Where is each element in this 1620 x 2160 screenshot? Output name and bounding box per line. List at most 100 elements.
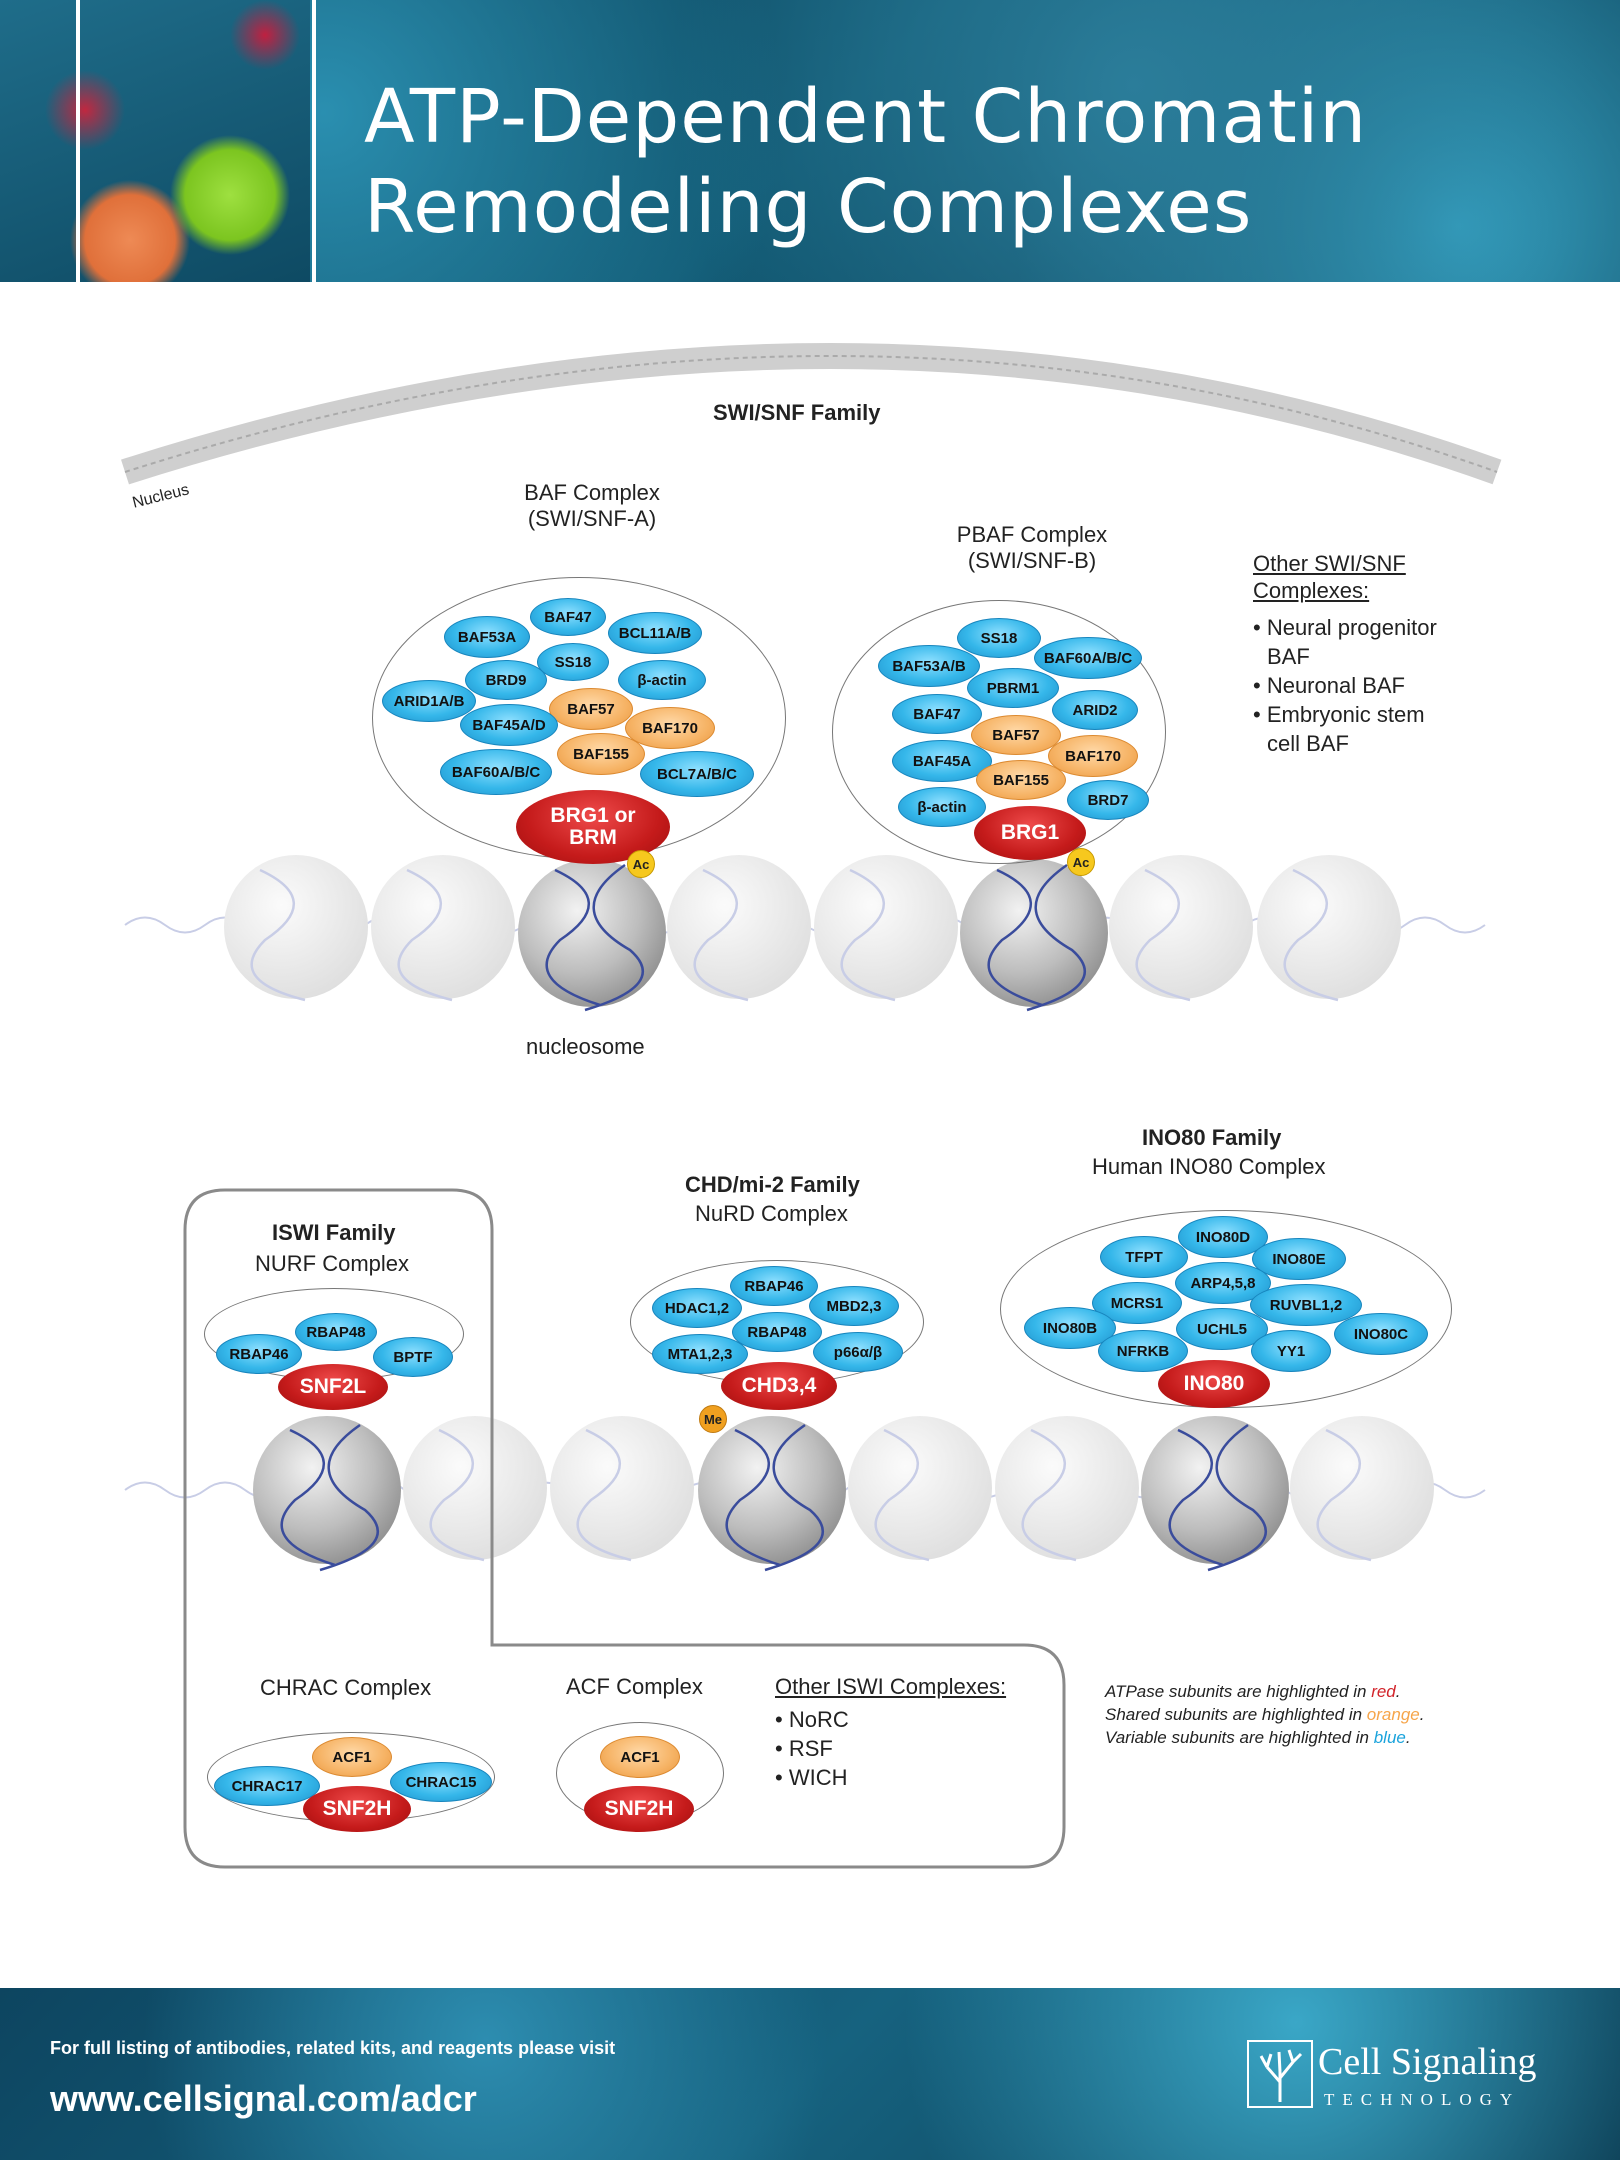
subunit: BAF45A/D [460, 704, 558, 746]
ino80-complex-label: Human INO80 Complex [1092, 1154, 1326, 1179]
other-iswi-title-text: Other ISWI Complexes: [775, 1674, 1007, 1699]
baf-subtitle: (SWI/SNF-A) [527, 506, 657, 531]
subunit: BAF53A [444, 616, 530, 658]
list-item: • Neuronal BAF [1253, 673, 1405, 698]
remodeled-nucleosome [518, 859, 666, 1007]
other-swi-title: Other SWI/SNF Complexes: [1253, 550, 1406, 604]
nucleosome [403, 1416, 547, 1560]
remodeled-nucleosome [253, 1416, 401, 1564]
nucleosome-row-2 [253, 1416, 1434, 1564]
subunit: BRD9 [465, 660, 547, 700]
subunit: RBAP48 [295, 1313, 377, 1351]
logo-subtext: TECHNOLOGY [1324, 2090, 1521, 2109]
subunit: BAF47 [530, 598, 606, 636]
legend-variable: Variable subunits are highlighted in blu… [1105, 1726, 1424, 1749]
header-molecule-image [0, 0, 310, 282]
subunit: SS18 [957, 618, 1041, 658]
subunit: BAF45A [892, 740, 992, 782]
baf-title: BAF Complex (SWI/SNF-A) [517, 480, 667, 532]
legend-text: ATPase subunits are highlighted in [1105, 1682, 1372, 1701]
nurd-label: NuRD Complex [695, 1201, 848, 1226]
list-item: cell BAF [1267, 731, 1349, 756]
subunit: BCL11A/B [608, 612, 702, 654]
legend-orange: orange [1366, 1705, 1420, 1724]
legend-shared: Shared subunits are highlighted in orang… [1105, 1703, 1424, 1726]
remodeled-nucleosome [698, 1416, 846, 1564]
pbaf-title: PBAF Complex (SWI/SNF-B) [942, 522, 1122, 574]
subunit: INO80D [1178, 1216, 1268, 1258]
atpase-brg1: BRG1 [974, 806, 1086, 860]
subunit: BRD7 [1067, 780, 1149, 820]
other-iswi-list: • NoRC • RSF • WICH [775, 1705, 849, 1792]
subunit: PBRM1 [967, 668, 1059, 708]
swi-family-label: SWI/SNF Family [713, 400, 881, 425]
nucleosome [667, 855, 811, 999]
footer-url-link[interactable]: www.cellsignal.com/adcr [50, 2078, 477, 2119]
subunit: BAF170 [1048, 735, 1138, 777]
iswi-family-label: ISWI Family [272, 1220, 396, 1245]
nucleosome [848, 1416, 992, 1560]
subunit: BAF57 [549, 688, 633, 730]
methylation-mark: Me [699, 1405, 727, 1433]
nucleosome [814, 855, 958, 999]
legend-text: . [1395, 1682, 1401, 1701]
subunit: RBAP46 [216, 1334, 302, 1374]
legend-text: . [1405, 1728, 1411, 1747]
header-banner: ATP-Dependent Chromatin Remodeling Compl… [0, 0, 1620, 282]
subunit: RBAP48 [732, 1312, 822, 1352]
other-swi-title-1: Other SWI/SNF [1253, 551, 1406, 576]
nucleosome [224, 855, 368, 999]
acetylation-mark: Ac [627, 850, 655, 878]
remodeled-nucleosome [960, 859, 1108, 1007]
nucleosome-label: nucleosome [526, 1034, 645, 1059]
acetylation-mark: Ac [1067, 848, 1095, 876]
pbaf-complex-oval [832, 600, 1166, 864]
subunit: HDAC1,2 [652, 1288, 742, 1328]
nucleosome-row-1 [224, 855, 1401, 1007]
nucleosome [550, 1416, 694, 1560]
legend-blue: blue [1373, 1728, 1406, 1747]
legend-red: red [1371, 1682, 1396, 1701]
subunit: RUVBL1,2 [1250, 1284, 1362, 1326]
chd-family-label: CHD/mi-2 Family [685, 1172, 860, 1197]
other-swi-list: • Neural progenitor BAF • Neuronal BAF •… [1253, 613, 1437, 758]
subunit: BAF60A/B/C [440, 749, 552, 795]
legend-text: Shared subunits are highlighted in [1105, 1705, 1367, 1724]
subunit: BAF53A/B [878, 645, 980, 687]
nurf-label: NURF Complex [255, 1251, 410, 1276]
acf-label: ACF Complex [566, 1674, 703, 1699]
subunit: NFRKB [1098, 1330, 1188, 1372]
list-item: • Embryonic stem [1253, 702, 1425, 727]
nuclear-membrane [121, 343, 1502, 485]
header-divider [76, 0, 80, 282]
header-divider [312, 0, 316, 282]
legend-text: . [1419, 1705, 1425, 1724]
atpase-snf2h: SNF2H [303, 1786, 411, 1832]
chrac-label: CHRAC Complex [260, 1675, 432, 1700]
nucleosome [1290, 1416, 1434, 1560]
cst-logo-icon [1247, 2040, 1313, 2108]
list-item: • WICH [775, 1765, 848, 1790]
subunit: ARID1A/B [382, 680, 476, 722]
atpase-line-2: BRM [569, 826, 617, 849]
title-line-1: ATP-Dependent Chromatin [364, 74, 1368, 160]
logo-text: Cell Signaling [1318, 2041, 1537, 2083]
subunit: MTA1,2,3 [652, 1334, 748, 1374]
subunit: β-actin [618, 660, 706, 700]
subunit: β-actin [898, 787, 986, 827]
other-swi-title-2: Complexes: [1253, 578, 1370, 603]
subunit: BAF155 [557, 733, 645, 775]
iswi-family-box [183, 1188, 1066, 1869]
legend-atpase: ATPase subunits are highlighted in red. [1105, 1680, 1424, 1703]
ino80-complex-oval [1000, 1210, 1452, 1408]
atpase-line-1: BRG1 or [550, 804, 636, 827]
atpase-snf2h: SNF2H [584, 1786, 694, 1832]
subunit: RBAP46 [730, 1266, 818, 1306]
nucleosome [995, 1416, 1139, 1560]
subunit: p66α/β [813, 1332, 903, 1372]
color-legend: ATPase subunits are highlighted in red. … [1105, 1680, 1424, 1749]
atpase-snf2l: SNF2L [278, 1364, 388, 1410]
subunit: BAF170 [625, 707, 715, 749]
pbaf-subtitle: (SWI/SNF-B) [967, 548, 1097, 573]
